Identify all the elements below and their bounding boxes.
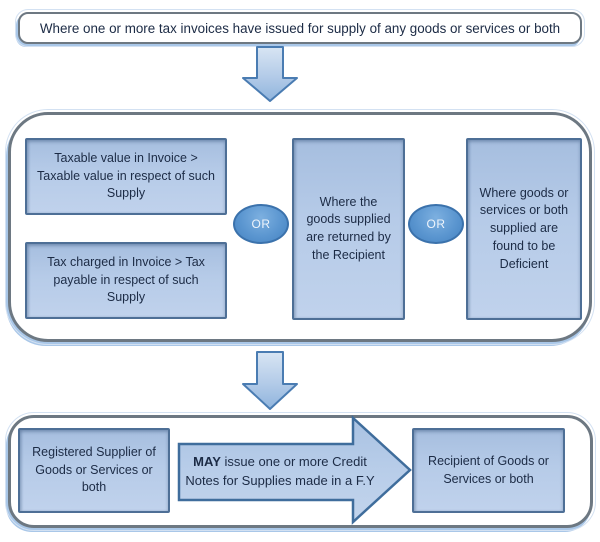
may-emphasis: MAY (193, 453, 221, 469)
or-connector-1: OR (233, 204, 289, 244)
condition-box-tax-charged: Tax charged in Invoice > Tax payable in … (25, 242, 227, 319)
or-label-2: OR (426, 217, 446, 231)
condition-box-goods-returned: Where the goods supplied are returned by… (292, 138, 405, 320)
condition-box-goods-returned-text: Where the goods supplied are returned by… (306, 194, 391, 262)
recipient-box-text: Recipient of Goods or Services or both (428, 453, 549, 486)
down-arrow-1-icon (242, 46, 298, 102)
or-connector-2: OR (408, 204, 464, 244)
condition-box-goods-deficient: Where goods or services or both supplied… (466, 138, 582, 320)
condition-box-taxable-value-text: Taxable value in Invoice > Taxable value… (37, 150, 215, 201)
credit-note-arrow-icon (177, 415, 412, 525)
credit-note-arrow-text: MAY issue one or more Credit Notes for S… (182, 444, 378, 498)
credit-note-arrow-rest: issue one or more Credit Notes for Suppl… (185, 453, 375, 489)
condition-box-taxable-value: Taxable value in Invoice > Taxable value… (25, 138, 227, 215)
or-label-1: OR (251, 217, 271, 231)
banner-text: Where one or more tax invoices have issu… (39, 20, 561, 36)
condition-box-goods-deficient-text: Where goods or services or both supplied… (479, 185, 569, 271)
banner-box: Where one or more tax invoices have issu… (15, 9, 585, 47)
supplier-box-text: Registered Supplier of Goods or Services… (32, 444, 156, 495)
down-arrow-2-icon (242, 351, 298, 410)
supplier-box: Registered Supplier of Goods or Services… (18, 428, 170, 513)
recipient-box: Recipient of Goods or Services or both (412, 428, 565, 513)
condition-box-tax-charged-text: Tax charged in Invoice > Tax payable in … (47, 254, 205, 305)
